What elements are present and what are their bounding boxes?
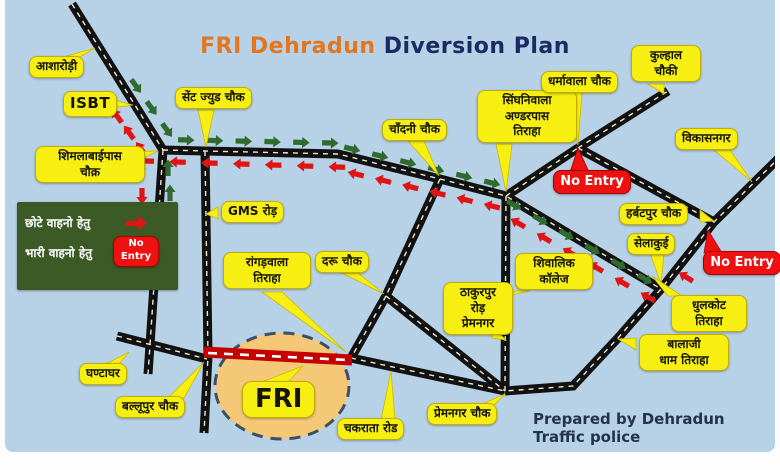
green-arrow-icon — [160, 121, 173, 137]
label-daru-chowk: दरू चौक — [315, 251, 369, 273]
green-arrow-icon — [293, 136, 310, 149]
label-dhulkot: धुलकोट तिराहा — [671, 295, 747, 333]
label-ghantaghar: घण्टाघर — [79, 363, 127, 385]
label-vikasnagar: विकासनगर — [675, 128, 738, 150]
green-arrow-icon — [164, 184, 176, 201]
no-entry-badge-dharmawala: No Entry — [553, 170, 631, 194]
red-arrow-icon — [201, 157, 218, 169]
red-arrow-icon — [402, 181, 419, 192]
title-fri-dehradun: FRI Dehradun — [200, 34, 376, 59]
red-arrow-icon — [328, 161, 346, 173]
label-chakrata-road: चकराता रोड — [337, 418, 405, 440]
label-chandni-chowk: चाँदनी चौक — [382, 119, 447, 141]
red-arrow-icon — [347, 168, 365, 180]
legend-heavy-vehicles: भारी वाहनो हेतु — [25, 246, 93, 260]
label-selakui: सेलाकुई — [627, 233, 676, 255]
label-singhniwala: सिंघनिवाला अण्डरपास तिराहा — [477, 90, 577, 143]
green-arrow-icon — [505, 198, 522, 211]
page-title: FRI Dehradun Diversion Plan — [25, 34, 745, 59]
traffic-arrows — [111, 77, 695, 304]
label-asharodi: आशारोड़ी — [29, 56, 85, 78]
label-st-jude: सेंट ज्युड चौक — [175, 87, 252, 109]
legend-small-vehicles: छोटे वाहनो हेतु — [25, 216, 91, 230]
red-arrow-icon — [233, 158, 250, 170]
green-arrow-icon — [235, 135, 253, 147]
green-arrow-icon — [531, 213, 548, 226]
road-daru-premnagar — [383, 292, 508, 395]
green-arrow-icon — [371, 150, 389, 162]
road-asharodi-isbt — [68, 1, 167, 153]
label-gms-road: GMS रोड़ — [221, 201, 285, 223]
green-arrow-icon — [610, 257, 627, 270]
green-arrow-icon — [455, 171, 473, 182]
closed-road-dashes — [207, 351, 349, 362]
red-arrow-icon — [374, 174, 392, 186]
label-thakurpur: ठाकुरपुर रोड़ प्रेमनगर — [443, 282, 513, 335]
green-arrow-icon — [129, 77, 142, 93]
green-arrow-icon — [343, 143, 361, 155]
green-arrow-icon — [264, 136, 281, 148]
red-arrow-icon — [483, 200, 501, 212]
label-rangarwala: रांगड़वाला तिराहा — [223, 252, 311, 290]
red-arrow-icon — [123, 125, 136, 141]
red-arrow-icon — [456, 193, 474, 205]
green-arrow-icon — [206, 135, 224, 147]
red-arrow-icon — [640, 291, 657, 304]
road-dharmawala-herbertpur — [575, 144, 717, 226]
label-ballupur: बल्लूपुर चौक — [115, 396, 186, 418]
label-kulhal: कुल्हाल चौकी — [631, 45, 701, 83]
green-arrow-icon — [399, 157, 417, 169]
red-arrow-icon — [136, 188, 148, 205]
red-arrow-icon — [169, 156, 186, 168]
label-fri: FRI — [242, 381, 316, 418]
red-arrow-icon — [429, 187, 446, 199]
label-dharmawala: धर्मावाला चौक — [541, 71, 618, 93]
red-arrow-icon — [614, 276, 631, 289]
legend-no-entry-badge: No Entry — [113, 236, 159, 267]
green-arrow-icon — [144, 99, 157, 115]
no-entry-badge-dhulkot: No Entry — [703, 251, 780, 275]
green-arrow-icon — [321, 137, 339, 149]
green-arrow-icon — [636, 272, 653, 285]
green-arrow-icon — [584, 243, 600, 255]
label-herbertpur: हर्बटपुर चौक — [619, 203, 689, 225]
road-ghantaghar — [115, 331, 209, 364]
map-area: FRI Dehradun Diversion Plan — [5, 0, 780, 452]
label-balaji: बालाजी धाम तिराहा — [639, 334, 729, 372]
label-isbt: ISBT — [63, 91, 118, 117]
green-arrow-icon — [162, 159, 174, 176]
road-main-highway — [162, 145, 664, 293]
legend-box: छोटे वाहनो हेतु भारी वाहनो हेतु No Entry — [17, 202, 178, 290]
red-arrow-icon — [296, 160, 314, 172]
red-arrow-icon — [536, 232, 553, 245]
credit-text: Prepared by Dehradun Traffic police — [533, 410, 725, 446]
green-arrow-icon — [558, 228, 574, 240]
label-shivalik-college: शिवालिक कॉलेज — [515, 253, 593, 291]
red-arrow-icon — [510, 217, 527, 230]
title-diversion-plan: Diversion Plan — [375, 34, 570, 59]
road-centerlines — [71, 3, 775, 434]
label-premnagar-chowk: प्रेमनगर चौक — [427, 403, 498, 425]
red-arrow-icon — [678, 271, 695, 284]
green-arrow-icon — [483, 177, 501, 189]
green-arrow-icon — [177, 134, 195, 146]
label-shimla-bypass: शिमलाबाईपास चौक़ — [35, 146, 145, 184]
red-arrow-icon — [264, 159, 282, 171]
